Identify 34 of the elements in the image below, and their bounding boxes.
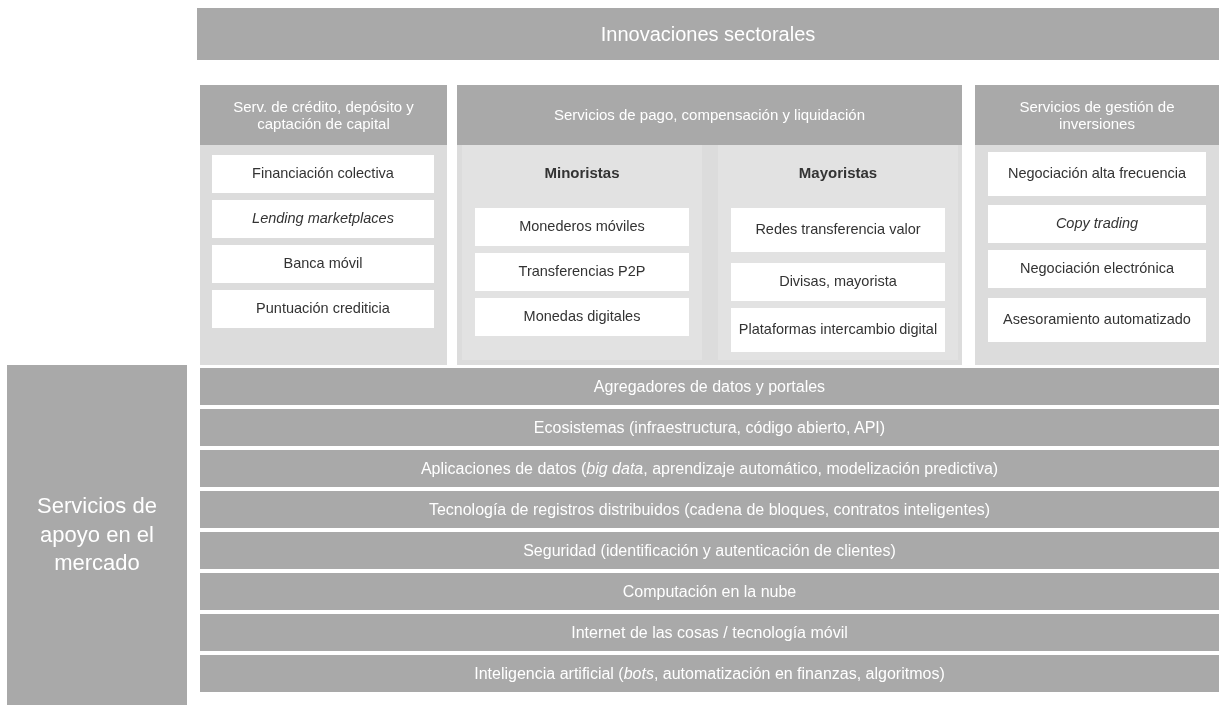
subcategory-panel [462, 145, 702, 360]
subcategory-heading: Minoristas [543, 163, 621, 183]
column-heading: Servicios de gestión de inversiones [975, 85, 1219, 145]
category-box: Servicios de apoyo en el mercado [7, 365, 187, 705]
item-box: Asesoramiento automatizado [988, 298, 1206, 342]
category-band: Inteligencia artificial (bots, automatización en finanzas, algoritmos) [200, 655, 1219, 692]
column-heading: Serv. de crédito, depósito y captación de capital [200, 85, 447, 145]
category-band: Agregadores de datos y portales [200, 368, 1219, 405]
item-box: Transferencias P2P [475, 253, 689, 291]
item-box: Redes transferencia valor [731, 208, 945, 252]
category-panel [200, 85, 447, 365]
item-box: Monederos móviles [475, 208, 689, 246]
subcategory-panel [718, 145, 958, 360]
item-box: Financiación colectiva [212, 155, 434, 193]
category-band: Seguridad (identificación y autenticación de clientes) [200, 532, 1219, 569]
item-box: Banca móvil [212, 245, 434, 283]
item-box: Divisas, mayorista [731, 263, 945, 301]
category-band: Ecosistemas (infraestructura, código abierto, API) [200, 409, 1219, 446]
category-band: Innovaciones sectorales [197, 8, 1219, 60]
item-box: Lending marketplaces [212, 200, 434, 238]
item-box: Puntuación crediticia [212, 290, 434, 328]
category-band: Tecnología de registros distribuidos (cadena de bloques, contratos inteligentes) [200, 491, 1219, 528]
column-heading: Servicios de pago, compensación y liquidación [457, 85, 962, 145]
category-band: Internet de las cosas / tecnología móvil [200, 614, 1219, 651]
item-box: Monedas digitales [475, 298, 689, 336]
item-box: Negociación alta frecuencia [988, 152, 1206, 196]
category-panel [975, 85, 1219, 365]
category-band: Aplicaciones de datos (big data, aprendizaje automático, modelización predictiva) [200, 450, 1219, 487]
item-box: Copy trading [988, 205, 1206, 243]
item-box: Plataformas intercambio digital [731, 308, 945, 352]
category-band: Computación en la nube [200, 573, 1219, 610]
category-panel [457, 85, 962, 365]
subcategory-heading: Mayoristas [797, 163, 879, 183]
item-box: Negociación electrónica [988, 250, 1206, 288]
